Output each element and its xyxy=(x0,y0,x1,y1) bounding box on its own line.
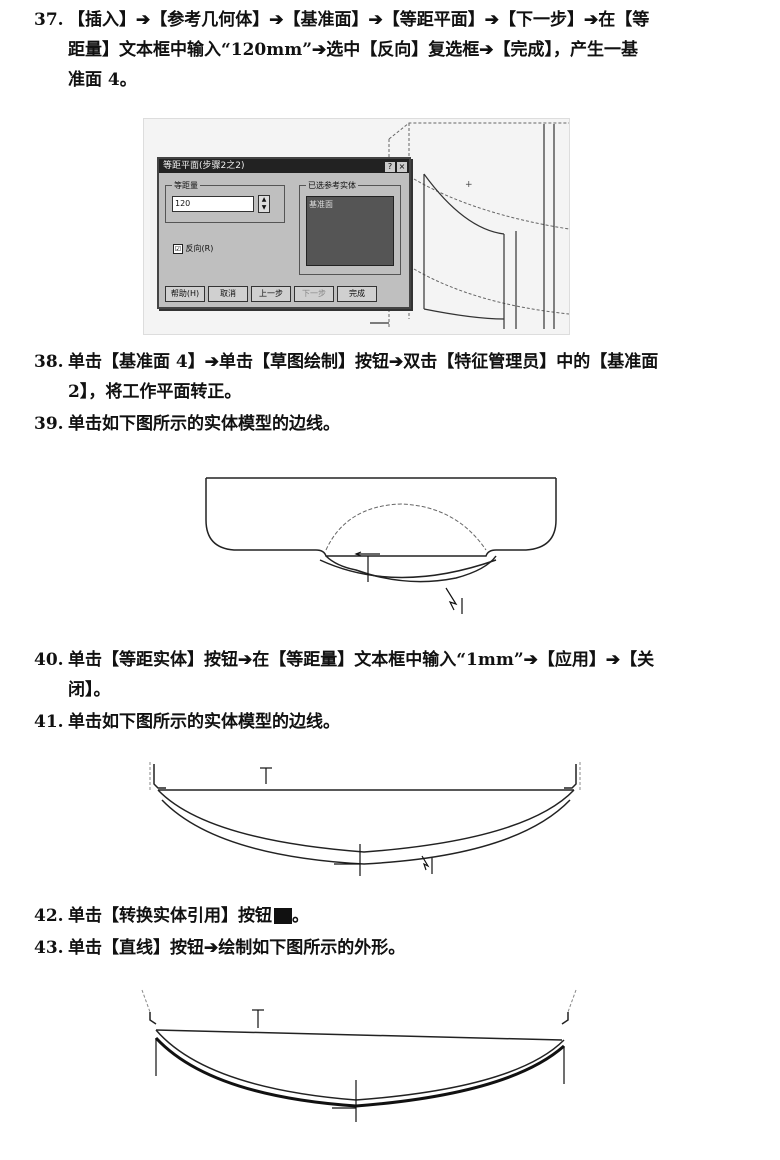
distance-group: 等距量 120 ▲▼ xyxy=(165,180,285,223)
line-sketch-figure xyxy=(141,989,577,1122)
help-button[interactable]: 帮助(H) xyxy=(165,286,205,302)
dialog-title: 等距平面(步骤2之2) xyxy=(163,161,245,171)
step-number: 41. xyxy=(34,712,64,732)
step-number: 42. xyxy=(34,906,64,926)
selected-entities-label: 已选参考实体 xyxy=(306,180,358,191)
selected-entity-item[interactable]: 基准面 xyxy=(309,200,333,209)
step-text: 单击如下图所示的实体模型的边线。 xyxy=(68,414,340,434)
step-text: 单击如下图所示的实体模型的边线。 xyxy=(68,712,340,732)
step-number: 40. xyxy=(34,650,64,670)
step-43: 43.单击【直线】按钮➔绘制如下图所示的外形。 xyxy=(34,934,405,962)
step-37-cont2: 准面 4。 xyxy=(68,70,137,90)
step-37-cont1: 距量】文本框中输入“120mm”➔选中【反向】复选框➔【完成】，产生一基 xyxy=(68,40,639,60)
convert-entities-icon xyxy=(274,908,292,924)
cancel-button[interactable]: 取消 xyxy=(208,286,248,302)
offset-plane-dialog: 等距平面(步骤2之2) ?× 等距量 120 ▲▼ ☑ 反向(R) 已选参考实体… xyxy=(157,157,411,309)
help-icon[interactable]: ? xyxy=(385,162,395,172)
edge-selection-figure-2 xyxy=(149,762,581,876)
dialog-titlebar: 等距平面(步骤2之2) ?× xyxy=(159,159,409,173)
step-suffix: 。 xyxy=(292,906,309,926)
selected-entities-list[interactable]: 基准面 xyxy=(306,196,394,266)
close-icon[interactable]: × xyxy=(397,162,407,172)
step-37: 37.【插入】➔【参考几何体】➔【基准面】➔【等距平面】➔【下一步】➔在【等 xyxy=(34,6,649,34)
reverse-checkbox[interactable]: ☑ 反向(R) xyxy=(173,243,213,254)
step-text: 单击【直线】按钮➔绘制如下图所示的外形。 xyxy=(68,938,406,958)
dialog-screenshot-figure: + 等距平面(步骤2之2) ?× 等距量 120 ▲▼ ☑ 反向(R) 已选参考… xyxy=(143,118,570,335)
distance-spinner[interactable]: ▲▼ xyxy=(258,195,270,213)
step-text: 单击【基准面 4】➔单击【草图绘制】按钮➔双击【特征管理员】中的【基准面 xyxy=(68,352,659,372)
step-text: 单击【等距实体】按钮➔在【等距量】文本框中输入“1mm”➔【应用】➔【关 xyxy=(68,650,655,670)
step-40-cont1: 闭】。 xyxy=(68,680,111,700)
step-number: 38. xyxy=(34,352,64,372)
step-38: 38.单击【基准面 4】➔单击【草图绘制】按钮➔双击【特征管理员】中的【基准面 xyxy=(34,348,658,376)
finish-button[interactable]: 完成 xyxy=(337,286,377,302)
step-42: 42.单击【转换实体引用】按钮。 xyxy=(34,902,309,930)
distance-group-label: 等距量 xyxy=(172,180,200,191)
step-text: 单击【转换实体引用】按钮 xyxy=(68,906,272,926)
step-38-cont1: 2】，将工作平面转正。 xyxy=(68,382,242,402)
reverse-checkbox-box[interactable]: ☑ xyxy=(173,243,183,254)
distance-input[interactable]: 120 xyxy=(172,196,254,212)
step-text: 【插入】➔【参考几何体】➔【基准面】➔【等距平面】➔【下一步】➔在【等 xyxy=(68,10,650,30)
step-39: 39.单击如下图所示的实体模型的边线。 xyxy=(34,410,340,438)
reverse-checkbox-label: 反向(R) xyxy=(185,244,214,253)
dialog-button-row: 帮助(H)取消上一步下一步完成 xyxy=(165,281,380,302)
step-number: 43. xyxy=(34,938,64,958)
selected-entities-group: 已选参考实体 基准面 xyxy=(299,180,401,275)
next-button[interactable]: 下一步 xyxy=(294,286,334,302)
edge-selection-figure-1 xyxy=(205,477,557,614)
back-button[interactable]: 上一步 xyxy=(251,286,291,302)
step-number: 39. xyxy=(34,414,64,434)
step-41: 41.单击如下图所示的实体模型的边线。 xyxy=(34,708,340,736)
svg-text:+: + xyxy=(465,180,473,190)
step-40: 40.单击【等距实体】按钮➔在【等距量】文本框中输入“1mm”➔【应用】➔【关 xyxy=(34,646,654,674)
step-number: 37. xyxy=(34,10,64,30)
